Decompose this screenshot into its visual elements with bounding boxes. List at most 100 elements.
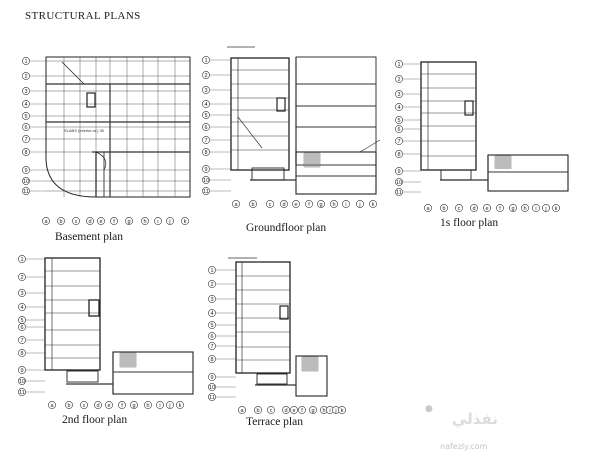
column-marker-h-circle: [144, 401, 152, 409]
column-marker-c: c: [270, 408, 273, 414]
ground-tower-wall: [230, 57, 290, 171]
row-marker-4-circle: [395, 103, 403, 111]
terrace-stair-core: [279, 305, 289, 320]
row-marker-8: 8: [397, 152, 400, 158]
column-marker-a-circle: [232, 200, 240, 208]
column-marker-k: k: [555, 206, 558, 212]
row-marker-1-circle: [208, 266, 216, 274]
row-marker-8-circle: [395, 150, 403, 158]
row-marker-6: 6: [397, 127, 400, 133]
column-marker-e-circle: [483, 204, 491, 212]
row-marker-9-circle: [208, 373, 216, 381]
row-marker-9-circle: [18, 366, 26, 374]
column-marker-f-circle: [298, 406, 306, 414]
row-marker-2-circle: [208, 280, 216, 288]
column-marker-b-circle: [65, 401, 73, 409]
row-marker-6-circle: [202, 123, 210, 131]
row-marker-7: 7: [210, 344, 213, 350]
column-marker-a: a: [44, 219, 48, 225]
column-marker-e: e: [292, 408, 295, 414]
row-marker-11: 11: [209, 395, 215, 401]
row-marker-6-circle: [22, 123, 30, 131]
second-stair-core: [88, 299, 100, 317]
row-marker-4: 4: [210, 311, 213, 317]
row-marker-6: 6: [204, 125, 207, 131]
column-marker-c: c: [269, 202, 272, 208]
column-marker-j-circle: [356, 200, 364, 208]
terrace-ramp: [256, 373, 288, 385]
column-marker-c: c: [83, 403, 86, 409]
row-marker-3-circle: [22, 87, 30, 95]
row-marker-10: 10: [203, 178, 209, 184]
column-marker-k-circle: [552, 204, 560, 212]
row-marker-3-circle: [202, 86, 210, 94]
column-marker-d: d: [284, 408, 287, 414]
column-marker-h-circle: [141, 217, 149, 225]
row-marker-11-circle: [208, 393, 216, 401]
row-marker-2: 2: [24, 74, 27, 80]
column-marker-f-circle: [110, 217, 118, 225]
row-marker-6: 6: [210, 334, 213, 340]
row-marker-3: 3: [210, 297, 213, 303]
column-marker-i: i: [159, 403, 160, 409]
terrace-tower-wall: [235, 261, 291, 374]
row-marker-8-circle: [22, 148, 30, 156]
row-marker-7: 7: [20, 338, 23, 344]
row-marker-10-circle: [18, 377, 26, 385]
column-marker-c-circle: [267, 406, 275, 414]
row-marker-5: 5: [24, 114, 27, 120]
row-marker-7: 7: [24, 137, 27, 143]
groundfloor-plan-label: Groundfloor plan: [246, 222, 327, 234]
column-marker-h: h: [322, 408, 325, 414]
row-marker-5-circle: [395, 116, 403, 124]
row-marker-10: 10: [209, 385, 215, 391]
ground-right-block: [295, 56, 377, 166]
column-marker-i: i: [329, 408, 330, 414]
row-marker-11-circle: [22, 187, 30, 195]
first-tower-wall: [420, 61, 477, 171]
column-marker-b: b: [67, 403, 70, 409]
column-marker-h: h: [332, 202, 335, 208]
column-marker-k: k: [372, 202, 375, 208]
watermark-mark: ●: [425, 404, 433, 414]
column-marker-g: g: [319, 202, 322, 208]
column-marker-a: a: [50, 403, 54, 409]
row-marker-4-circle: [18, 303, 26, 311]
column-marker-h: h: [146, 403, 149, 409]
column-marker-h-circle: [521, 204, 529, 212]
column-marker-f: f: [499, 206, 501, 212]
row-marker-6: 6: [20, 325, 23, 331]
row-marker-7-circle: [395, 137, 403, 145]
row-marker-10-circle: [22, 177, 30, 185]
column-marker-h-circle: [330, 200, 338, 208]
row-marker-1: 1: [397, 62, 400, 68]
row-marker-7: 7: [397, 139, 400, 145]
row-marker-10-circle: [202, 176, 210, 184]
row-marker-4: 4: [24, 102, 27, 108]
row-marker-11: 11: [23, 189, 29, 195]
row-marker-1-circle: [18, 255, 26, 263]
column-marker-e: e: [294, 202, 297, 208]
row-marker-8: 8: [210, 357, 213, 363]
row-marker-7-circle: [202, 136, 210, 144]
row-marker-11-circle: [395, 188, 403, 196]
row-marker-7-circle: [22, 135, 30, 143]
column-marker-c-circle: [80, 401, 88, 409]
column-marker-k-circle: [176, 401, 184, 409]
column-marker-g-circle: [509, 204, 517, 212]
ramp-line: [61, 61, 85, 85]
basement-annotation: SLABS (interim-nr.) 30: [64, 128, 105, 133]
column-marker-k: k: [179, 403, 182, 409]
row-marker-3: 3: [24, 89, 27, 95]
row-marker-4: 4: [397, 105, 400, 111]
row-marker-4-circle: [202, 100, 210, 108]
column-marker-c: c: [75, 219, 78, 225]
column-marker-e: e: [99, 219, 102, 225]
row-marker-9-circle: [202, 165, 210, 173]
ground-leader-line: [359, 139, 381, 153]
row-marker-5: 5: [204, 113, 207, 119]
second-floor-plan-label: 2nd floor plan: [62, 414, 128, 426]
row-marker-2: 2: [20, 275, 23, 281]
